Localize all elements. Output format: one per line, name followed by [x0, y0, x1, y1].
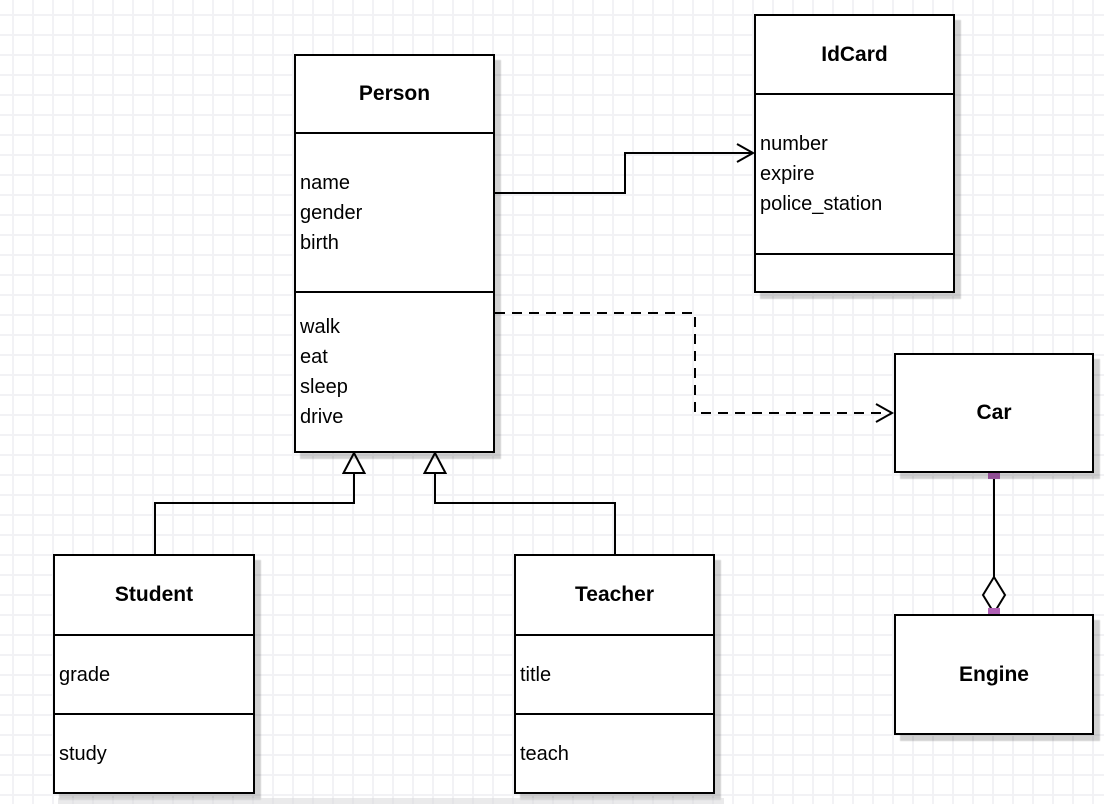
edge-generalization-student-person[interactable] — [154, 450, 367, 555]
attributes-compartment: grade — [55, 636, 253, 715]
class-idcard[interactable]: IdCard number expire police_station — [754, 14, 955, 293]
attributes-compartment: title — [516, 636, 713, 715]
methods-compartment: walk eat sleep drive — [296, 293, 493, 451]
attribute: gender — [300, 201, 363, 224]
method: walk — [300, 316, 341, 338]
edge-generalization-teacher-person[interactable] — [422, 450, 616, 555]
class-teacher[interactable]: Teacher title teach — [514, 554, 715, 794]
attributes-compartment: name gender birth — [296, 134, 493, 293]
methods-compartment — [756, 255, 953, 291]
method: sleep — [300, 376, 348, 398]
edge-association-person-idcard[interactable] — [495, 143, 756, 194]
class-title: Person — [296, 56, 493, 134]
class-title: Teacher — [516, 556, 713, 636]
method: study — [59, 742, 107, 765]
class-person[interactable]: Person name gender birth walk eat sleep … — [294, 54, 495, 453]
attribute: name — [300, 171, 351, 194]
attribute: police_station — [760, 193, 883, 215]
edge-dependency-person-car[interactable] — [495, 312, 895, 423]
attribute: grade — [59, 663, 111, 686]
page-edge-shadow — [58, 798, 724, 804]
method: teach — [520, 742, 569, 765]
methods-compartment: teach — [516, 715, 713, 792]
edge-aggregation-car-engine[interactable] — [981, 467, 1007, 620]
attribute: number — [760, 133, 828, 155]
class-title: Car — [976, 401, 1012, 424]
class-student[interactable]: Student grade study — [53, 554, 255, 794]
class-engine[interactable]: Engine — [894, 614, 1094, 735]
hollow-diamond-arrowhead — [981, 575, 1007, 615]
attribute: expire — [760, 163, 815, 185]
class-car[interactable]: Car — [894, 353, 1094, 473]
methods-compartment: study — [55, 715, 253, 792]
hollow-triangle-arrowhead — [422, 450, 448, 474]
attribute: birth — [300, 231, 339, 254]
class-title: Engine — [958, 662, 1029, 686]
attributes-compartment: number expire police_station — [756, 95, 953, 255]
method: eat — [300, 346, 328, 368]
class-title: IdCard — [756, 16, 953, 95]
method: drive — [300, 406, 344, 428]
attribute: title — [520, 663, 552, 686]
hollow-triangle-arrowhead — [341, 450, 367, 474]
class-title: Student — [55, 556, 253, 636]
